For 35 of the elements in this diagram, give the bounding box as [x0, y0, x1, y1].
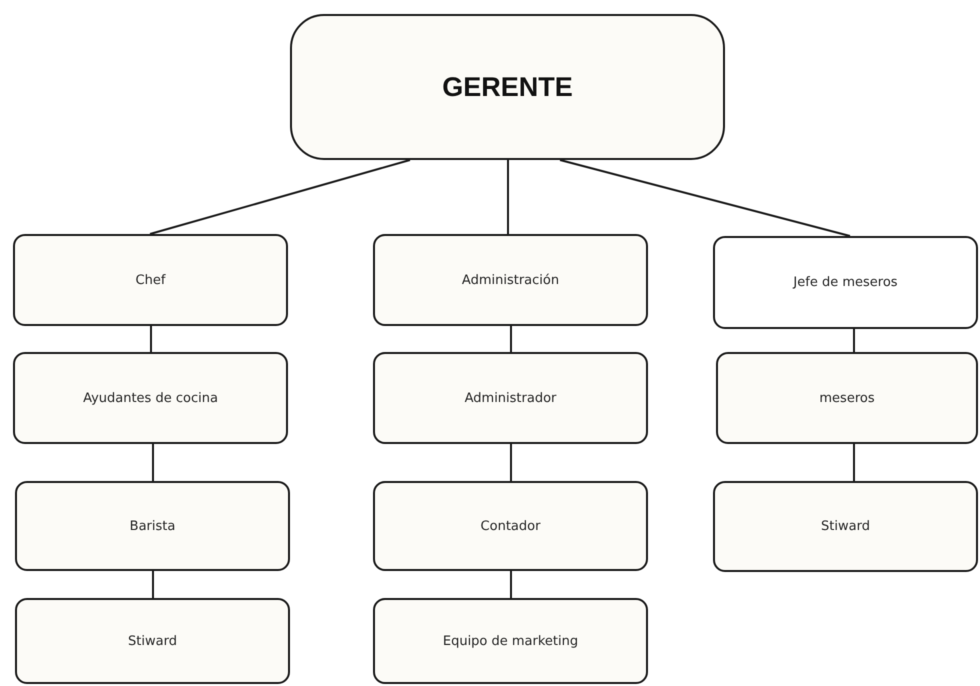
connector-line: [853, 329, 855, 352]
role-box: [13, 352, 288, 444]
role-box: [713, 481, 978, 572]
role-label: Chef: [136, 272, 166, 288]
connector-line: [152, 571, 154, 598]
role-label: GERENTE: [442, 72, 573, 102]
connector-line: [510, 326, 512, 352]
role-label: Administrador: [464, 390, 556, 406]
role-label: Ayudantes de cocina: [83, 390, 218, 406]
connector-line: [152, 444, 154, 481]
role-label: meseros: [819, 390, 875, 406]
connector-line: [510, 571, 512, 598]
role-box: [373, 352, 648, 444]
connector-line: [560, 159, 850, 237]
role-label: Contador: [480, 518, 540, 534]
role-label: Barista: [130, 518, 176, 534]
role-box: [373, 234, 648, 326]
manager-box: [290, 14, 725, 160]
connector-line: [150, 159, 410, 235]
role-box: [15, 481, 290, 571]
role-label: Administración: [462, 272, 560, 288]
role-box: [716, 352, 978, 444]
connector-line: [510, 444, 512, 481]
role-label: Equipo de marketing: [442, 634, 578, 648]
connector-line: [507, 160, 509, 234]
connector-line: [853, 444, 855, 481]
connector-line: [150, 326, 152, 352]
role-box: [373, 481, 648, 571]
role-box: [13, 234, 288, 326]
role-label: Stiward: [821, 519, 870, 534]
role-label: Jefe de meseros: [793, 275, 898, 290]
role-box: [373, 598, 648, 684]
role-label: Stiward: [128, 634, 177, 648]
role-box: [713, 236, 978, 329]
role-box: [15, 598, 290, 684]
